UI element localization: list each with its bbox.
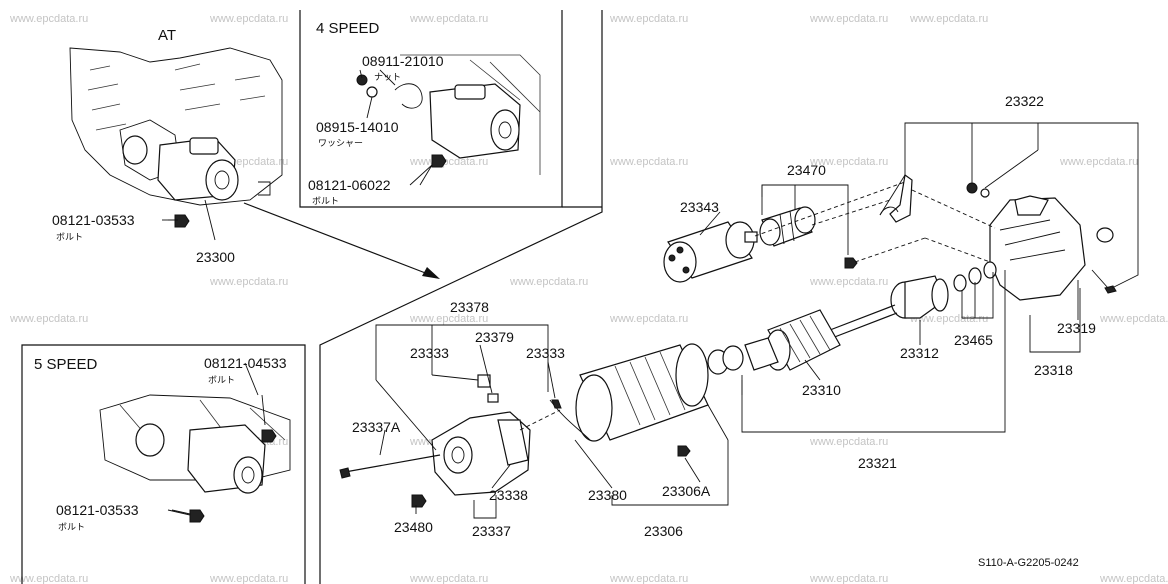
watermark: www.epcdata.ru (409, 13, 488, 25)
watermark: www.epcdata.ru (9, 573, 88, 584)
assembly-dashed-lines (519, 181, 996, 431)
watermark: www.epcdata.ru (409, 573, 488, 584)
inset-title-at: AT (158, 27, 176, 44)
note-bolt-at: ボルト (56, 232, 83, 242)
brush-holder-23321 (707, 345, 744, 375)
watermark: www.epcdata.ru (409, 313, 488, 325)
label-23338: 23338 (489, 487, 528, 503)
watermark: www.epcdata.ru (809, 156, 888, 168)
note-bolt-5sp-top: ボルト (208, 375, 235, 385)
watermark: www.epcdata.ru (609, 313, 688, 325)
label-23318: 23318 (1034, 362, 1073, 378)
watermark: www.epcdata.ru (809, 13, 888, 25)
yoke-field-coil-23306 (549, 343, 709, 457)
label-23319: 23319 (1057, 320, 1096, 336)
four-speed-starter-illustration (356, 54, 541, 186)
label-23337: 23337 (472, 523, 511, 539)
watermark: www.epcdata.ru (809, 276, 888, 288)
label-23306a: 23306A (662, 483, 711, 499)
watermark: www.epcdata.ru (1099, 313, 1168, 325)
watermark: www.epcdata.ru (509, 276, 588, 288)
label-08121-04533: 08121-04533 (204, 355, 287, 371)
detail-area-frame (319, 10, 603, 584)
label-08121-03533-at: 08121-03533 (52, 212, 135, 228)
watermark: www.epcdata.ru (9, 313, 88, 325)
panel-frames (21, 10, 603, 584)
label-23343: 23343 (680, 199, 719, 215)
leader-lines (167, 69, 1139, 519)
watermark: www.epcdata.ru (1099, 573, 1168, 584)
label-23312: 23312 (900, 345, 939, 361)
label-23322: 23322 (1005, 93, 1044, 109)
label-08121-06022: 08121-06022 (308, 177, 391, 193)
label-08915-14010: 08915-14010 (316, 119, 399, 135)
label-23333-left: 23333 (410, 345, 449, 361)
label-23310: 23310 (802, 382, 841, 398)
watermark: www.epcdata.ru (609, 573, 688, 584)
five-speed-frame (21, 344, 306, 584)
watermark: www.epcdata.ru (909, 13, 988, 25)
note-nut: ナット (374, 72, 401, 82)
note-washer: ワッシャー (318, 138, 363, 148)
solenoid-switch-23343 (663, 221, 758, 283)
label-08121-03533-5sp: 08121-03533 (56, 502, 139, 518)
inset-title-4-speed: 4 SPEED (316, 20, 380, 37)
label-23337a: 23337A (352, 419, 401, 435)
armature-23310 (744, 304, 898, 371)
four-speed-frame (299, 10, 563, 208)
label-23333-right: 23333 (526, 345, 565, 361)
note-bolt-4sp: ボルト (312, 196, 339, 206)
watermark: www.epcdata.ru (809, 436, 888, 448)
at-starter-illustration (69, 47, 283, 241)
watermark: www.epcdata.ru (209, 573, 288, 584)
watermark: www.epcdata.ru (609, 156, 688, 168)
watermark: www.epcdata.ru (809, 573, 888, 584)
solenoid-plunger-kit-23470 (759, 206, 858, 269)
inset-title-5-speed: 5 SPEED (34, 356, 98, 373)
note-bolt-5sp-bottom: ボルト (58, 522, 85, 532)
five-speed-starter-illustration (99, 394, 291, 523)
watermark: www.epcdata.ru (1059, 156, 1138, 168)
starter-clutch-23312 (890, 261, 997, 319)
arrow-to-exploded-view (243, 202, 440, 279)
label-23380: 23380 (588, 487, 627, 503)
diagram-code: S110-A-G2205-0242 (978, 557, 1079, 569)
label-23465: 23465 (954, 332, 993, 348)
end-frame-23337 (339, 374, 531, 508)
label-23300: 23300 (196, 249, 235, 265)
label-23378: 23378 (450, 299, 489, 315)
label-23379: 23379 (475, 329, 514, 345)
watermark: www.epcdata.ru (609, 13, 688, 25)
part-labels: 08121-03533 ボルト 23300 08911-21010 ナット 08… (52, 53, 1096, 569)
label-08911-21010: 08911-21010 (362, 53, 444, 69)
watermark: www.epcdata.ru (209, 276, 288, 288)
label-23480: 23480 (394, 519, 433, 535)
watermark: www.epcdata.ru (209, 13, 288, 25)
label-23306: 23306 (644, 523, 683, 539)
watermark: www.epcdata.ru (9, 13, 88, 25)
watermark: www.epcdata.ru (409, 156, 488, 168)
label-23321: 23321 (858, 455, 897, 471)
watermark: www.epcdata.ru (909, 313, 988, 325)
drive-lever-and-housing-23322 (879, 173, 1117, 301)
label-23470: 23470 (787, 162, 826, 178)
